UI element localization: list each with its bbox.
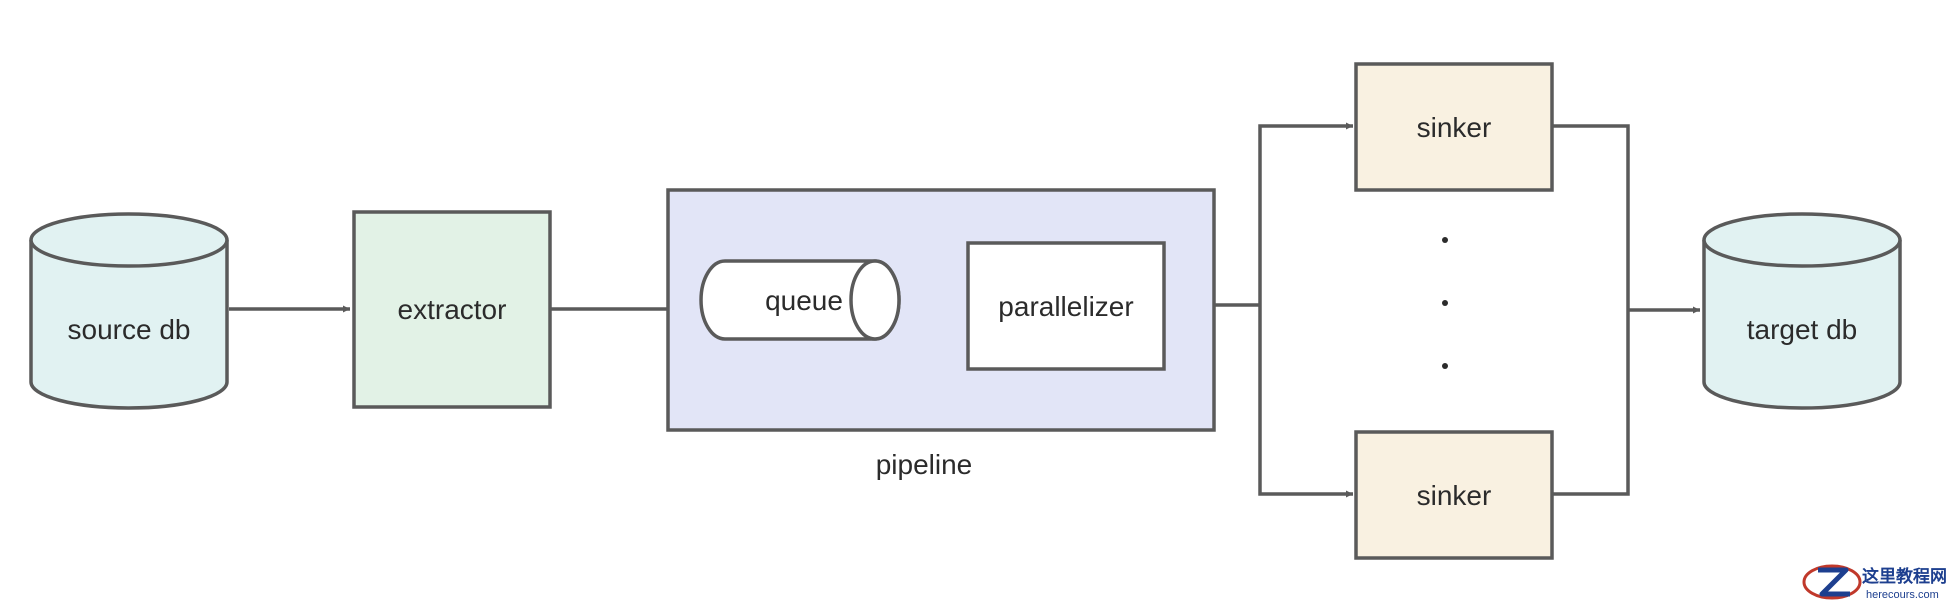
target-db-cylinder-top xyxy=(1702,212,1902,268)
parallelizer-label: parallelizer xyxy=(998,291,1133,322)
sinker-top-node: sinker xyxy=(1354,62,1554,192)
extractor-box xyxy=(352,210,552,409)
target-db-node: target db xyxy=(1702,212,1902,410)
target-db-label: target db xyxy=(1747,314,1858,345)
extractor-label: extractor xyxy=(398,294,507,325)
parallelizer-node: parallelizer xyxy=(966,241,1166,371)
sinker-top-box xyxy=(1354,62,1554,192)
pipeline-label: pipeline xyxy=(876,449,973,480)
sinker-top-label: sinker xyxy=(1417,112,1492,143)
source-db-cylinder-body xyxy=(29,240,229,410)
queue-cylinder-end xyxy=(849,259,901,341)
sinker-bottom-node: sinker xyxy=(1354,430,1554,560)
ellipsis-dot xyxy=(1442,237,1448,243)
arrow-split-to-sinker-top xyxy=(1258,122,1353,305)
sinker-bottom-label: sinker xyxy=(1417,480,1492,511)
source-db-label: source db xyxy=(68,314,191,345)
source-db-node: source db xyxy=(29,212,229,410)
watermark-logo-icon xyxy=(1802,564,1862,600)
queue-node: queue xyxy=(699,259,901,341)
arrow-split-to-sinker-bottom xyxy=(1258,305,1353,498)
parallelizer-box xyxy=(966,241,1166,371)
ellipsis-dots xyxy=(1442,237,1448,369)
watermark-title: 这里教程网 xyxy=(1862,566,1947,587)
target-db-cylinder-body xyxy=(1702,240,1902,410)
watermark: 这里教程网 herecours.com xyxy=(1802,564,1947,601)
source-db-cylinder-top xyxy=(29,212,229,268)
watermark-subtitle: herecours.com xyxy=(1866,589,1939,601)
line-sinker-top-to-merge xyxy=(1552,124,1630,496)
ellipsis-dot xyxy=(1442,363,1448,369)
extractor-node: extractor xyxy=(352,210,552,409)
queue-label: queue xyxy=(765,285,843,316)
ellipsis-dot xyxy=(1442,300,1448,306)
sinker-bottom-box xyxy=(1354,430,1554,560)
